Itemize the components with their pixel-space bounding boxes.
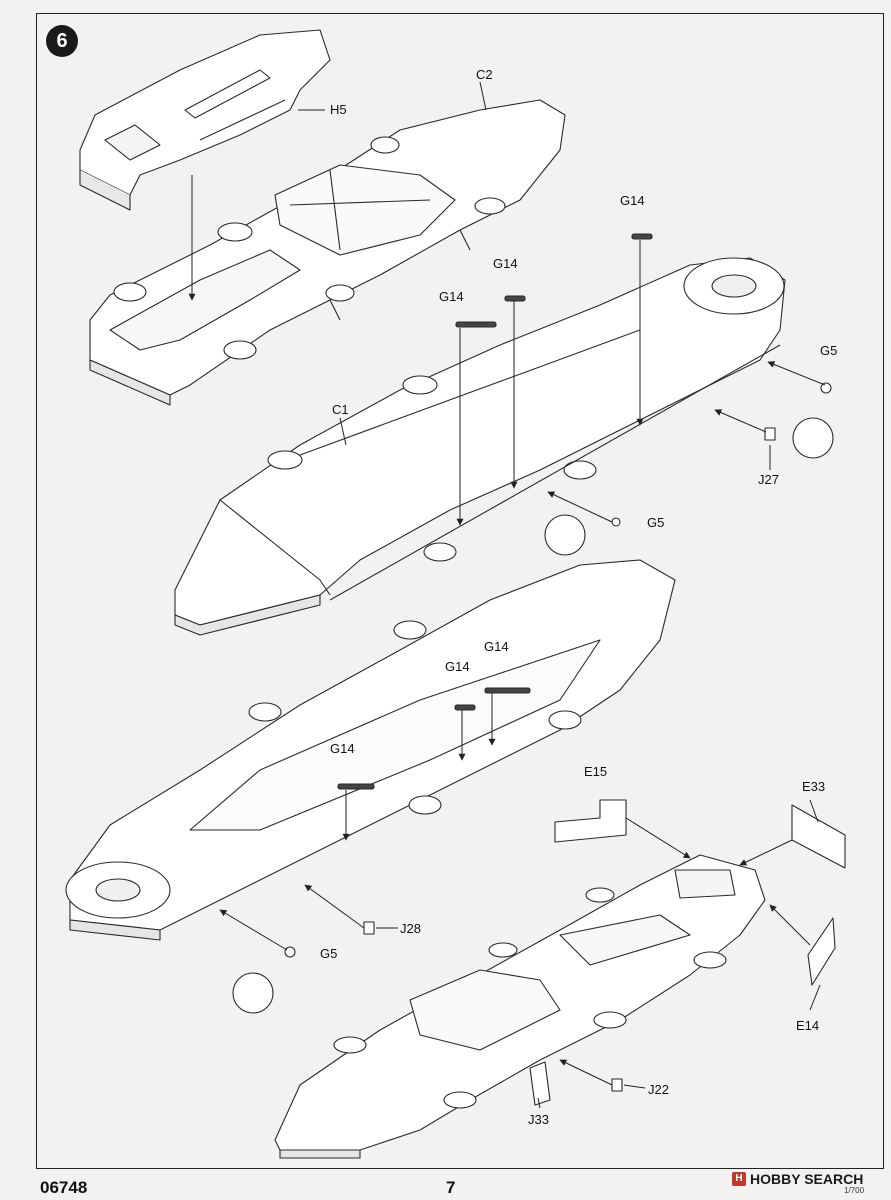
watermark-scale: 1/700 (844, 1186, 865, 1195)
label-g14-f: G14 (330, 741, 355, 756)
label-g14-d: G14 (484, 639, 509, 654)
page-number: 7 (446, 1178, 456, 1197)
part-e15 (554, 799, 627, 843)
label-e33: E33 (802, 779, 825, 794)
label-j33: J33 (528, 1112, 549, 1127)
kit-number: 06748 (40, 1178, 88, 1197)
label-g14-a: G14 (620, 193, 645, 208)
part-e14 (807, 917, 836, 986)
hobby-search-watermark: H HOBBY SEARCH 1/700 (732, 1171, 864, 1195)
label-c2: C2 (476, 67, 493, 82)
part-assembled-section (274, 854, 766, 1159)
label-g14-b: G14 (493, 256, 518, 271)
label-g5-a: G5 (820, 343, 837, 358)
part-c1-hull (174, 257, 786, 636)
part-lower-hull (65, 559, 676, 941)
part-labels: H5 C2 C1 G14 G14 G14 G14 G14 G14 G5 G5 G… (320, 67, 837, 1127)
step-number-badge: 6 (46, 25, 78, 57)
watermark-brand: HOBBY SEARCH (750, 1171, 864, 1187)
label-c1: C1 (332, 402, 349, 417)
label-e14: E14 (796, 1018, 819, 1033)
label-g5-c: G5 (320, 946, 337, 961)
label-g14-e: G14 (445, 659, 470, 674)
part-h5-deck (79, 29, 331, 211)
leader-lines (188, 81, 826, 1109)
label-e15: E15 (584, 764, 607, 779)
label-h5: H5 (330, 102, 347, 117)
label-g5-b: G5 (647, 515, 664, 530)
label-j28: J28 (400, 921, 421, 936)
label-j27: J27 (758, 472, 779, 487)
page-frame (36, 13, 884, 1169)
part-c2-deck (89, 99, 566, 406)
part-e33 (791, 804, 846, 869)
hobby-search-logo-icon: H (732, 1172, 746, 1186)
label-j22: J22 (648, 1082, 669, 1097)
label-g14-c: G14 (439, 289, 464, 304)
